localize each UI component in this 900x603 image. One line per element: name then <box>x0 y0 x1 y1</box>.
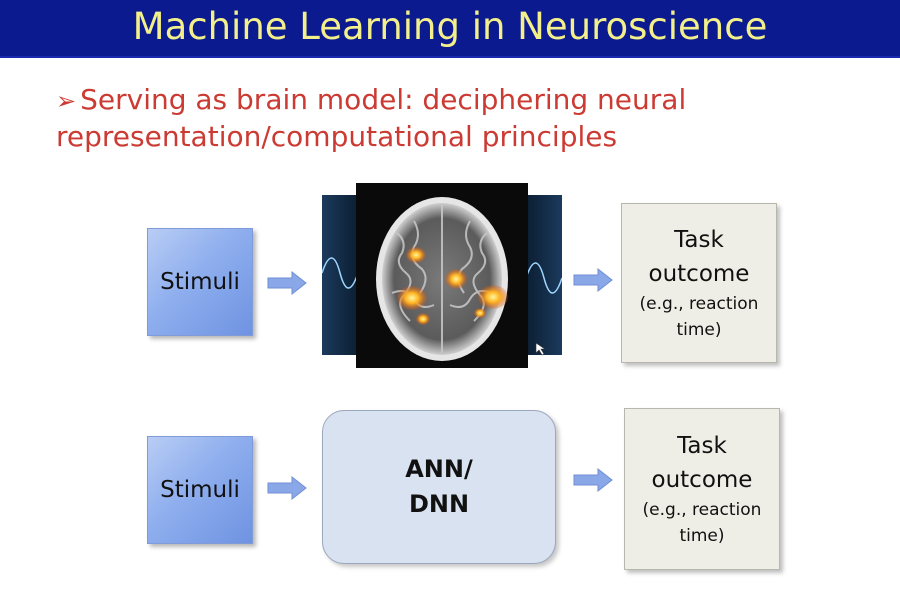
ann-label: ANN/ <box>405 455 473 483</box>
example-label-bottom-2: time) <box>679 526 725 546</box>
slide-title: Machine Learning in Neuroscience <box>132 5 768 48</box>
ann-dnn-box: ANN/ DNN <box>322 410 556 564</box>
stimuli-label-top: Stimuli <box>160 269 240 295</box>
outcome-label-bottom: outcome <box>651 467 753 493</box>
outcome-label-top: outcome <box>648 261 750 287</box>
task-outcome-box-bottom: Task outcome (e.g., reaction time) <box>624 408 780 570</box>
example-label-top-2: time) <box>676 320 722 340</box>
arrow-icon-top-right <box>573 268 613 292</box>
example-label-bottom: (e.g., reaction <box>642 500 762 520</box>
dnn-label: DNN <box>408 490 470 518</box>
task-label-top: Task <box>674 227 724 253</box>
arrow-icon-bottom-left <box>267 476 307 500</box>
bullet-point: ➢Serving as brain model: deciphering neu… <box>56 82 876 155</box>
task-label-bottom: Task <box>677 433 727 459</box>
bullet-arrow-icon: ➢ <box>56 87 77 115</box>
title-bar: Machine Learning in Neuroscience <box>0 0 900 58</box>
example-label-top: (e.g., reaction <box>639 294 759 314</box>
arrow-icon-bottom-right <box>573 468 613 492</box>
task-outcome-box-top: Task outcome (e.g., reaction time) <box>621 203 777 363</box>
stimuli-label-bottom: Stimuli <box>160 477 240 503</box>
bullet-text: Serving as brain model: deciphering neur… <box>56 83 687 153</box>
stimuli-box-bottom: Stimuli <box>147 436 253 544</box>
stimuli-box-top: Stimuli <box>147 228 253 336</box>
arrow-icon-top-left <box>267 271 307 295</box>
brain-fmri-image <box>322 183 562 368</box>
